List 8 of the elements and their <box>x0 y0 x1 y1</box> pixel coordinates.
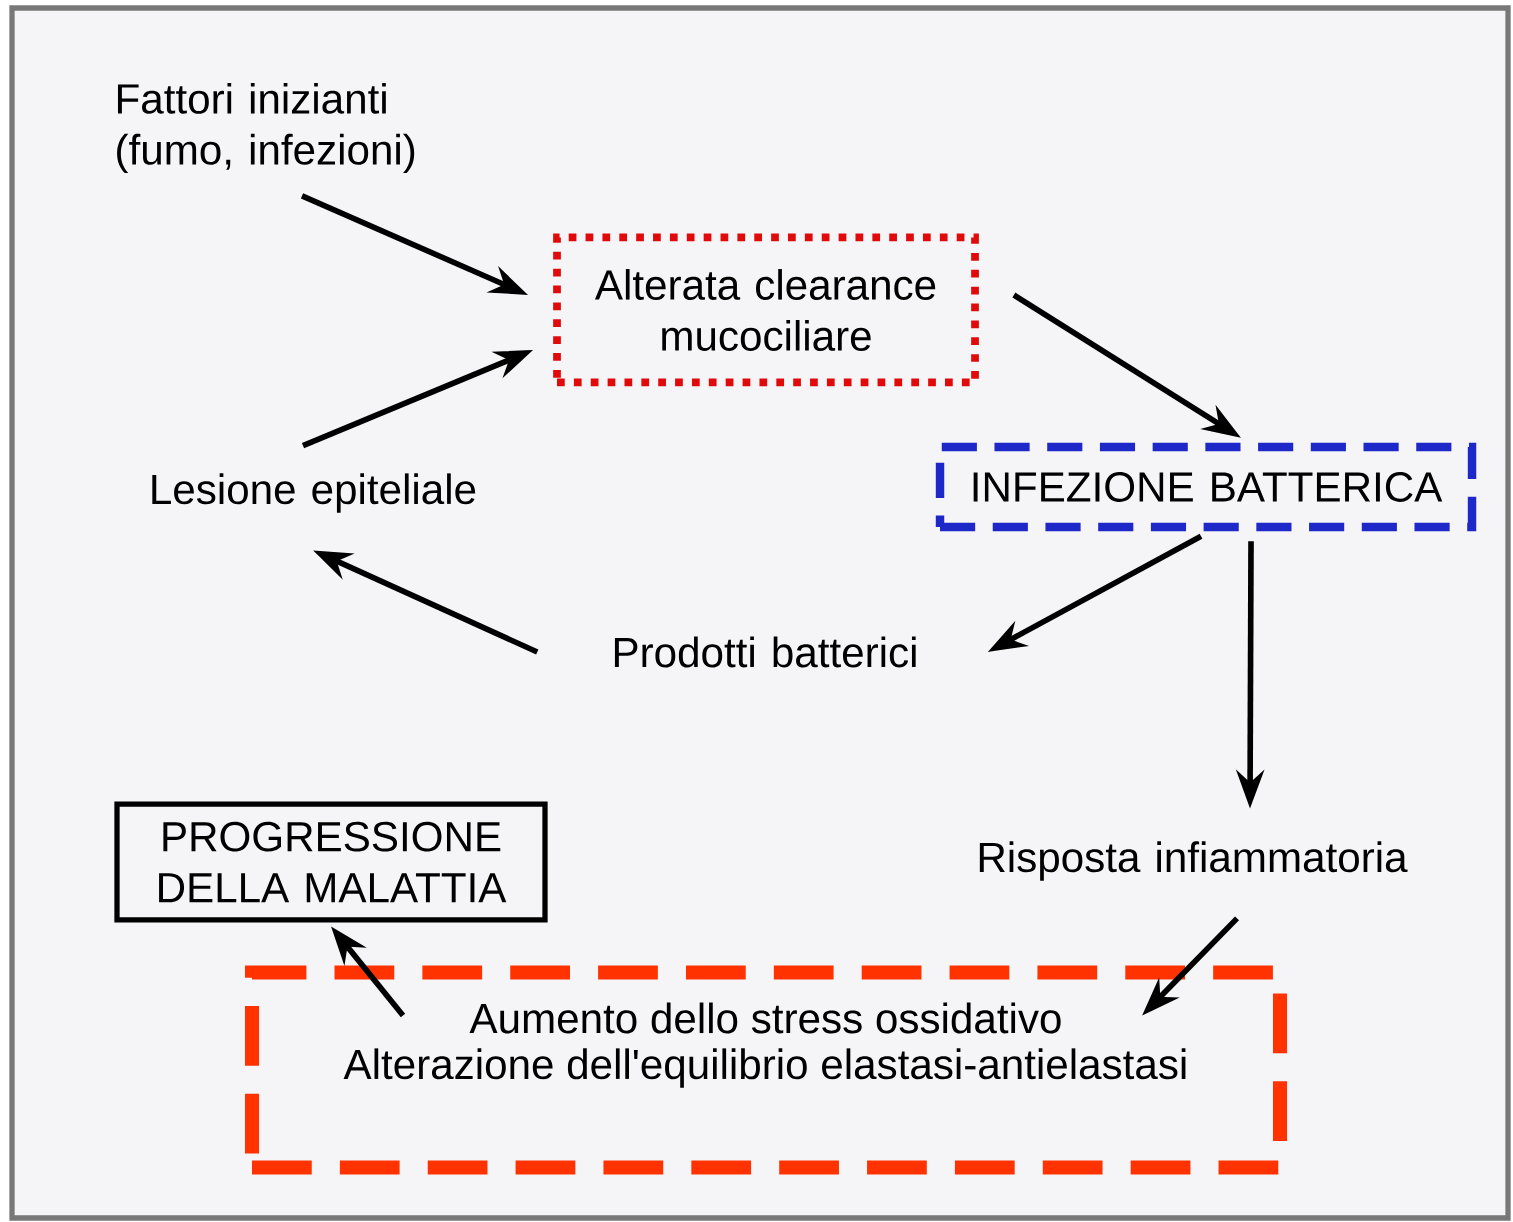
factor-text: Fattori inizianti (fumo, infezioni) <box>117 82 415 174</box>
process-text: Lesione epiteliale <box>152 473 476 513</box>
outcome-box: PROGRESSIONE DELLA MALATTIA <box>114 801 548 923</box>
process-text: Prodotti batterici <box>614 636 916 668</box>
process-text: Risposta infiammatoria <box>979 841 1408 881</box>
process-box: Alterata clearance mucociliare <box>553 233 979 387</box>
mechanism-box: Aumento dello stress ossidativo Alterazione dell'equilibrio elastasi-antielastasi <box>245 965 1288 1175</box>
process-box: INFEZIONE BATTERICA <box>935 442 1477 532</box>
